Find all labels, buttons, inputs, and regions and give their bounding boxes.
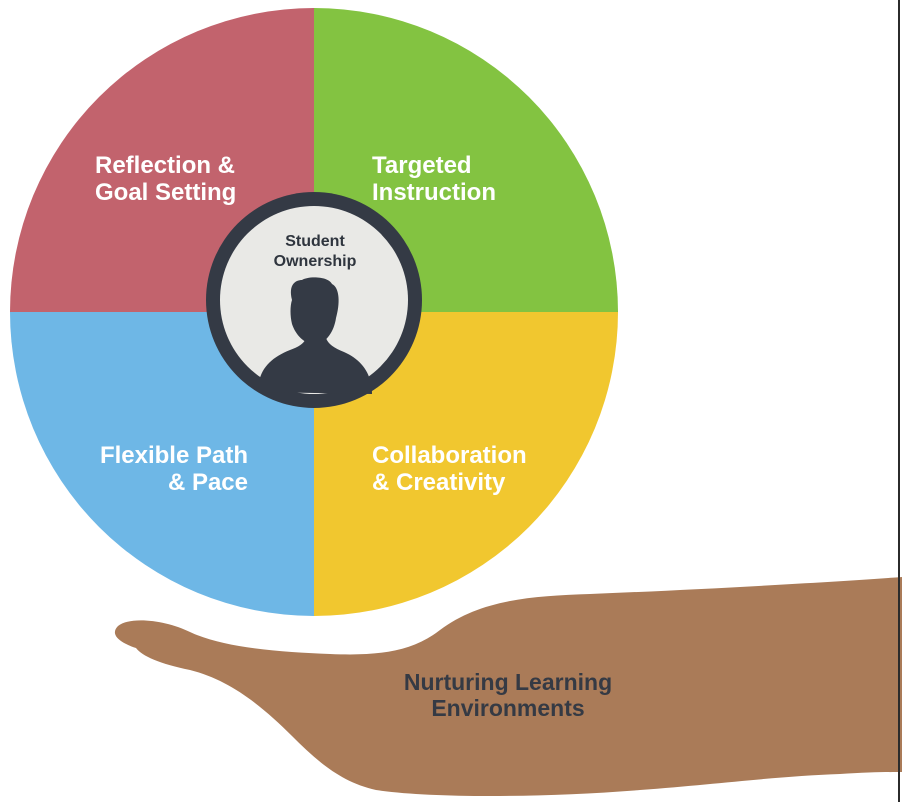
label-line: & Creativity: [372, 469, 506, 496]
hand-label: Nurturing Learning Environments: [358, 669, 658, 721]
open-hand-icon: [114, 577, 902, 796]
label-line: Goal Setting: [95, 179, 237, 206]
hand-label-line: Nurturing Learning: [403, 669, 613, 695]
center-label: Student Ownership: [245, 232, 385, 272]
label-reflection-goal-setting: Reflection & Goal Setting: [95, 152, 236, 206]
label-line: Instruction: [372, 179, 496, 206]
center-label-line: Ownership: [273, 253, 357, 270]
label-collaboration-creativity: Collaboration & Creativity: [372, 442, 527, 496]
hand-label-line: Environments: [431, 695, 585, 721]
label-line: Reflection &: [95, 152, 236, 179]
quadrant-flexible-path-pace: [10, 312, 314, 616]
right-divider: [898, 0, 900, 802]
label-line: & Pace: [167, 469, 248, 496]
label-line: Flexible Path: [99, 442, 248, 469]
label-line: Collaboration: [372, 442, 527, 469]
quadrant-collaboration-creativity: [314, 312, 618, 616]
person-silhouette-icon: [258, 277, 372, 394]
label-targeted-instruction: Targeted Instruction: [372, 152, 496, 206]
label-line: Targeted: [372, 152, 472, 179]
center-label-line: Student: [285, 233, 345, 250]
label-flexible-path-pace: Flexible Path & Pace: [90, 442, 248, 496]
